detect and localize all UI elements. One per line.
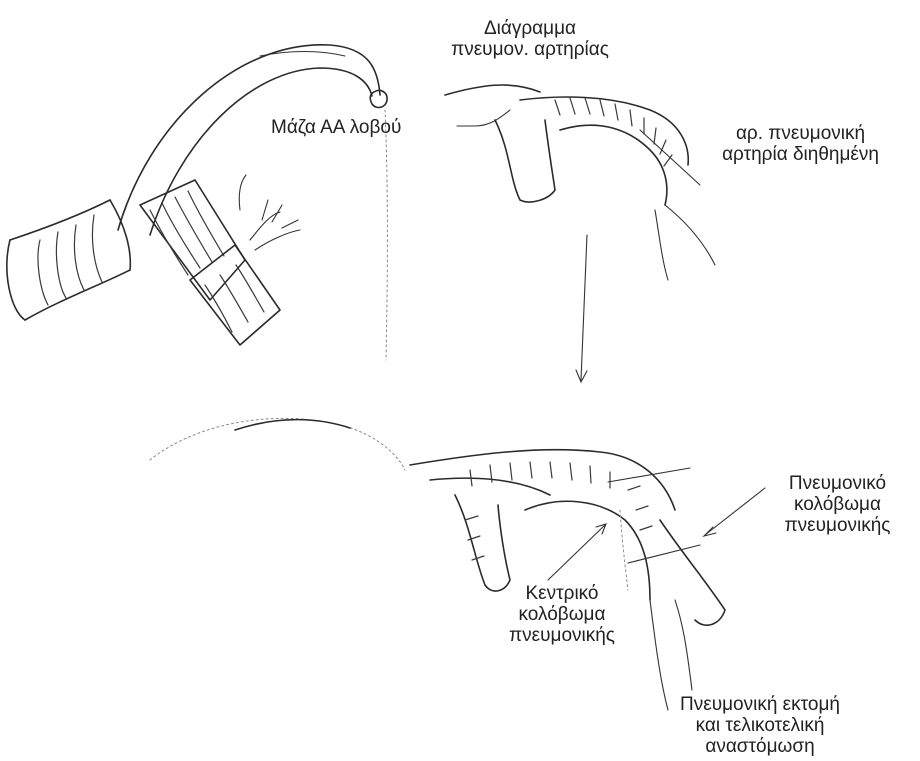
leader-lines — [457, 110, 765, 580]
distal-stump-label: Πνευμονικό κολόβωμα πνευμονικής — [765, 473, 910, 536]
pulmonary-artery-diagram — [445, 85, 715, 280]
mass-label: Μάζα ΑΑ λοβού — [271, 117, 401, 138]
central-stump-line-2: κολόβωμα — [497, 604, 627, 625]
diagram-title: Διάγραμμα πνευμον. αρτηρίας — [445, 18, 615, 60]
left-pa-line-2: αρτηρία διηθημένη — [693, 144, 908, 165]
central-stump-line-3: πνευμονικής — [497, 625, 627, 646]
down-arrow — [576, 235, 587, 382]
left-pa-line-1: αρ. πνευμονική — [693, 123, 908, 144]
resection-label: Πνευμονική εκτομή και τελικοτελική αναστ… — [640, 694, 880, 757]
distal-stump-line-1: Πνευμονικό — [765, 473, 910, 494]
diagram-title-line-1: Διάγραμμα — [445, 18, 615, 39]
distal-stump-line-3: πνευμονικής — [765, 515, 910, 536]
resection-drawing — [410, 450, 725, 710]
left-anatomy-drawing — [7, 45, 405, 470]
distal-stump-line-2: κολόβωμα — [765, 494, 910, 515]
resection-line-3: αναστόμωση — [640, 736, 880, 757]
resection-line-2: και τελικοτελική — [640, 715, 880, 736]
resection-line-1: Πνευμονική εκτομή — [640, 694, 880, 715]
central-stump-label: Κεντρικό κολόβωμα πνευμονικής — [497, 583, 627, 646]
left-pa-label: αρ. πνευμονική αρτηρία διηθημένη — [693, 123, 908, 165]
diagram-title-line-2: πνευμον. αρτηρίας — [445, 39, 615, 60]
central-stump-line-1: Κεντρικό — [497, 583, 627, 604]
